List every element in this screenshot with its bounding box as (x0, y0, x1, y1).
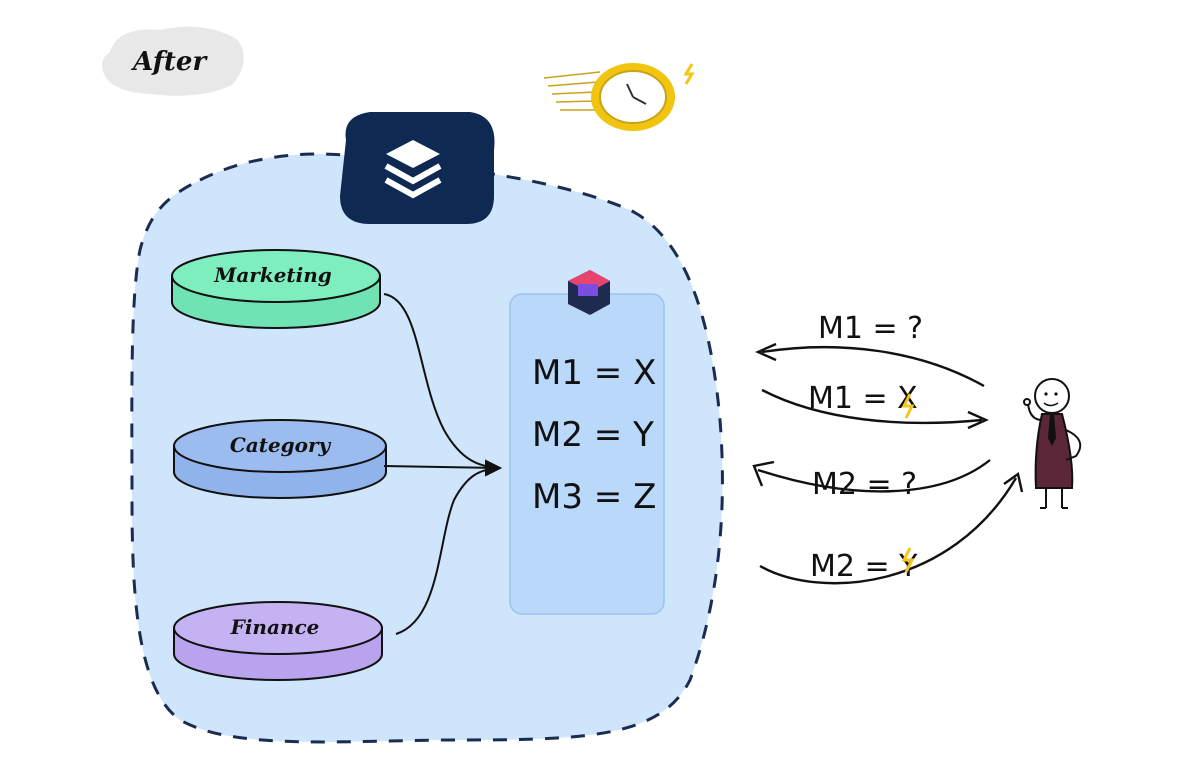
exchange-label: M2 = ? (812, 467, 917, 502)
exchange-arrows (752, 342, 1024, 585)
exchange-label: M1 = X (808, 381, 918, 416)
after-text: After (130, 47, 208, 77)
stack-logo-icon (340, 112, 495, 224)
exchange-label: M2 = Y (810, 549, 918, 584)
metric-row: M3 = Z (532, 477, 656, 517)
cube-icon (568, 270, 610, 315)
bolt-icon (901, 393, 915, 419)
bolt-icon (901, 547, 915, 573)
person-icon (1023, 378, 1082, 509)
source-label: Category (230, 433, 332, 457)
exchange-label: M1 = ? (818, 311, 923, 346)
source-category: Category (173, 419, 387, 499)
after-label: After (102, 26, 244, 96)
source-label: Marketing (213, 263, 332, 287)
source-marketing: Marketing (171, 249, 381, 329)
source-arrows (383, 293, 503, 635)
speed-clock-icon (543, 63, 695, 131)
source-label: Finance (230, 615, 320, 639)
metric-row: M1 = X (532, 353, 656, 393)
source-finance: Finance (173, 601, 383, 681)
bolt-icon (683, 63, 695, 85)
metric-row: M2 = Y (532, 415, 654, 455)
